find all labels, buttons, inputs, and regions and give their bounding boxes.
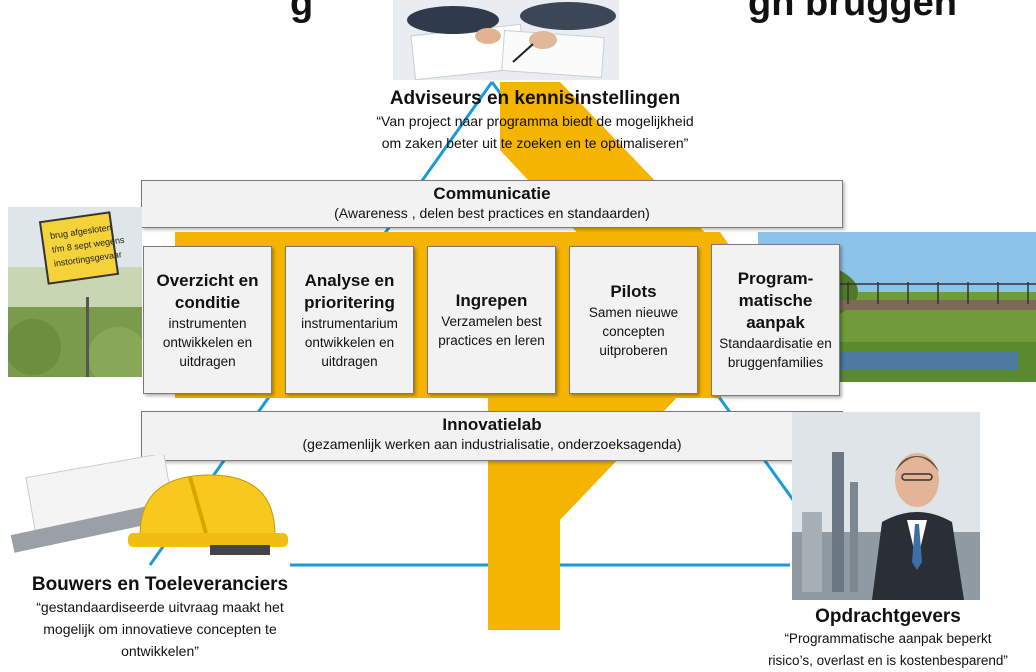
step-programmatische-aanpak: Program-matische aanpak Standaardisatie …: [711, 244, 840, 396]
builders-caption: Bouwers en Toeleveranciers “gestandaardi…: [0, 574, 320, 662]
advisors-quote-line-2: om zaken beter uit te zoeken en te optim…: [381, 135, 689, 151]
headline-right-fragment: gn bruggen: [748, 0, 957, 24]
builders-quote-line-3: ontwikkelen”: [121, 643, 199, 659]
communicatie-subtitle: (Awareness , delen best practices en sta…: [334, 205, 650, 221]
innovatielab-band: Innovatielab (gezamenlijk werken aan ind…: [141, 411, 843, 461]
hard-hat-icon: [10, 455, 288, 555]
builders-quote-line-1: “gestandaardiseerde uitvraag maakt het: [36, 599, 284, 615]
innovatielab-subtitle: (gezamenlijk werken aan industrialisatie…: [302, 436, 682, 452]
step-1-desc: instrumenten ontwikkelen en uitdragen: [162, 315, 253, 369]
step-1-title: Overzicht en conditie: [156, 270, 259, 312]
business-handshake-photo-icon: [393, 0, 619, 80]
builders-photo: [10, 455, 290, 570]
step-5-desc: Standaardisatie en bruggenfamilies: [719, 336, 832, 370]
headline-left-fragment: g: [290, 0, 314, 24]
communicatie-band: Communicatie (Awareness , delen best pra…: [141, 180, 843, 228]
step-2-desc: instrumentarium ontwikkelen en uitdragen: [301, 315, 398, 369]
step-4-title: Pilots: [610, 281, 657, 301]
clients-title: Opdrachtgevers: [815, 606, 961, 627]
step-5-title: Program-matische aanpak: [737, 269, 814, 332]
step-2-title: Analyse en prioritering: [304, 270, 395, 312]
step-3-desc: Verzamelen best practices en leren: [438, 314, 545, 348]
builders-quote-line-2: mogelijk om innovatieve concepten te: [43, 621, 277, 637]
step-pilots: Pilots Samen nieuwe concepten uitprobere…: [569, 246, 698, 394]
clients-quote-line-1: “Programmatische aanpak beperkt: [784, 631, 992, 646]
clients-quote-line-2: risico’s, overlast en is kostenbesparend…: [768, 653, 1008, 668]
advisors-photo: [393, 0, 619, 80]
step-analyse-en-prioritering: Analyse en prioritering instrumentarium …: [285, 246, 414, 394]
communicatie-title: Communicatie: [433, 184, 551, 203]
builders-title: Bouwers en Toeleveranciers: [31, 574, 289, 595]
step-ingrepen: Ingrepen Verzamelen best practices en le…: [427, 246, 556, 394]
bridge-closed-photo: brug afgesloten t/m 8 sept wegens instor…: [8, 207, 142, 377]
step-overzicht-en-conditie: Overzicht en conditie instrumenten ontwi…: [143, 246, 272, 394]
advisors-quote-line-1: “Van project naar programma biedt de mog…: [376, 113, 694, 129]
client-portrait-photo: [792, 412, 980, 600]
clients-caption: Opdrachtgevers “Programmatische aanpak b…: [740, 606, 1036, 672]
step-3-title: Ingrepen: [455, 291, 528, 310]
warning-sign-icon: brug afgesloten t/m 8 sept wegens instor…: [8, 207, 142, 377]
step-4-desc: Samen nieuwe concepten uitproberen: [588, 304, 679, 358]
advisors-title: Adviseurs en kennisinstellingen: [389, 88, 681, 109]
person-portrait-icon: [792, 412, 980, 600]
advisors-caption: Adviseurs en kennisinstellingen “Van pro…: [300, 88, 770, 154]
innovatielab-title: Innovatielab: [442, 415, 542, 434]
